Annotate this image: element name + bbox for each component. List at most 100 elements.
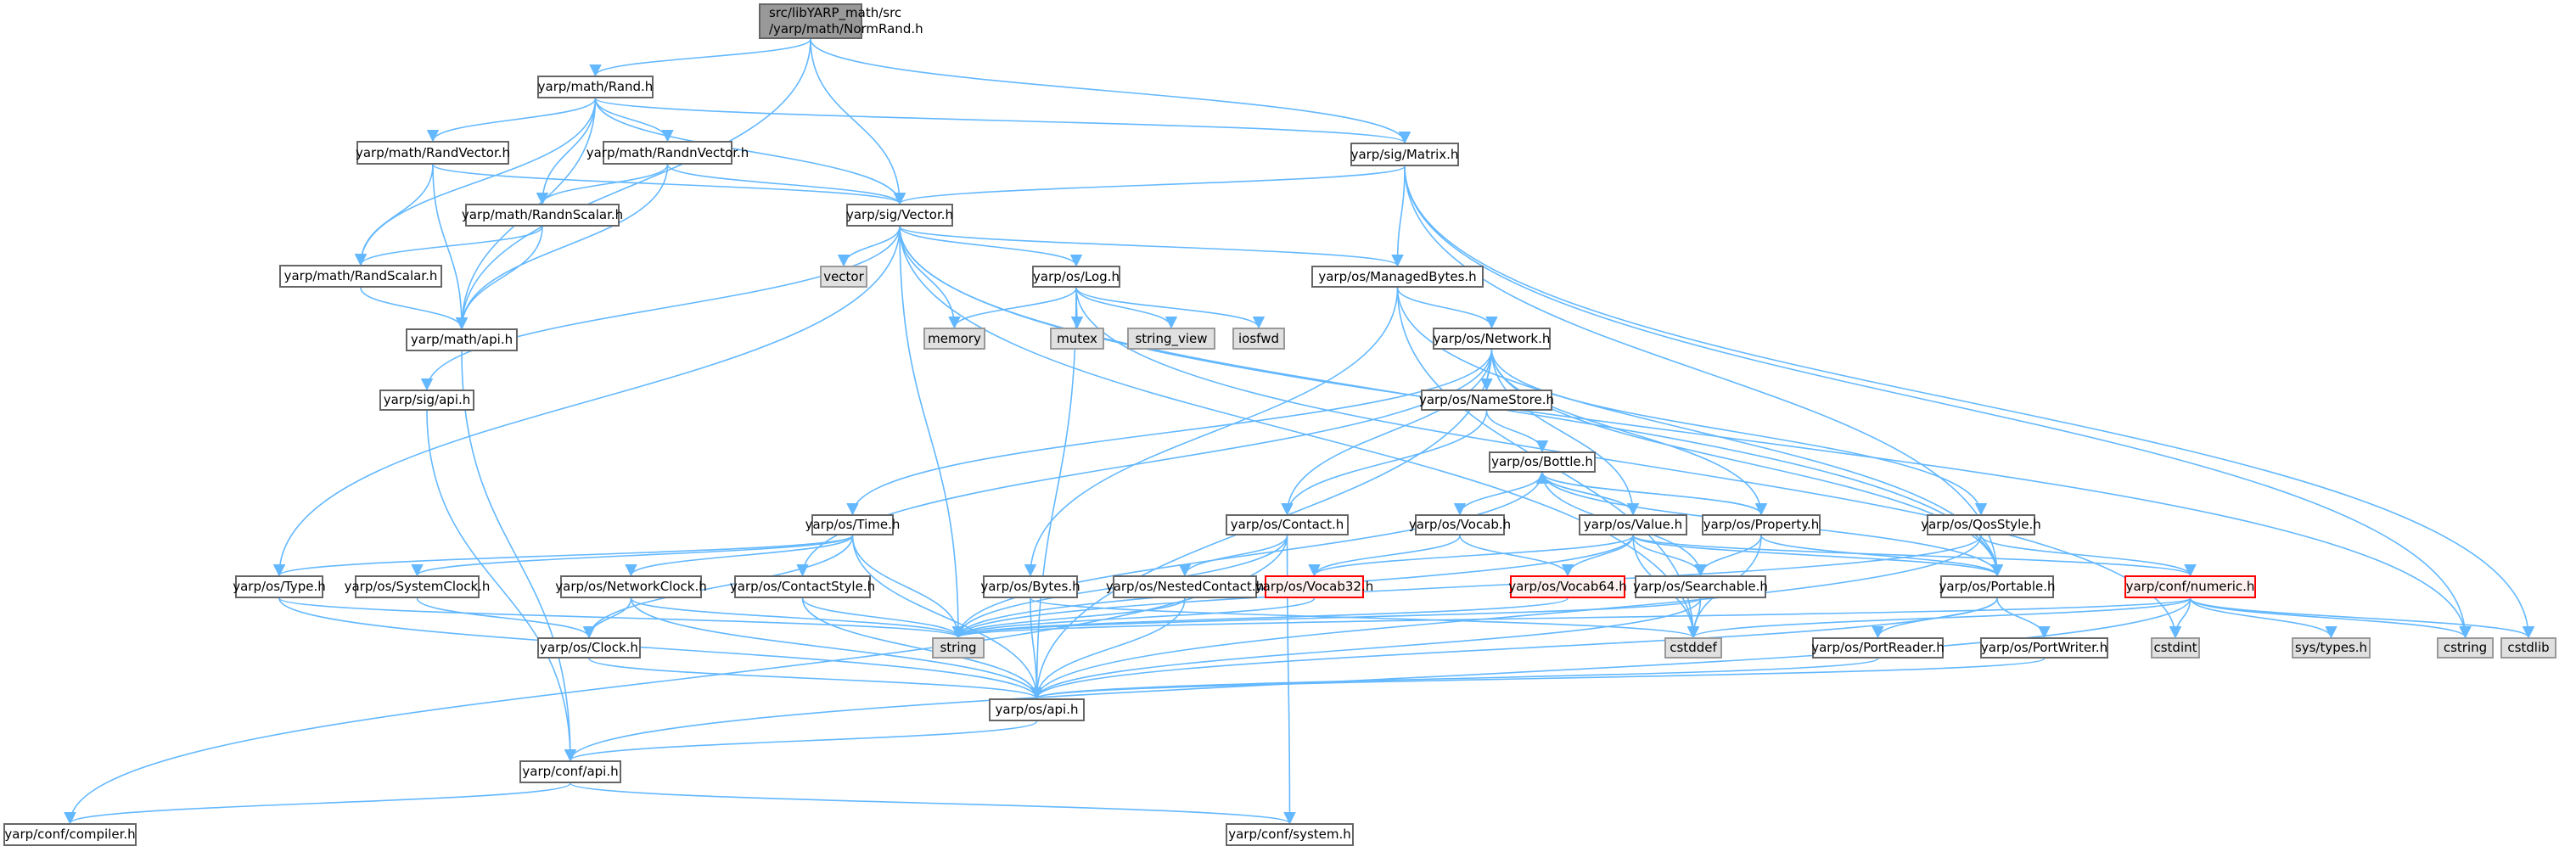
edge-time-to-clock	[582, 535, 854, 639]
node-bytes[interactable]: yarp/os/Bytes.h	[980, 575, 1080, 598]
edge-namestore-to-bottle	[1485, 410, 1549, 453]
node-network[interactable]: yarp/os/Network.h	[1433, 328, 1551, 350]
node-randnscalar[interactable]: yarp/math/RandnScalar.h	[462, 204, 623, 227]
edge-vector_h-to-type	[272, 226, 901, 577]
edge-normrand-to-mathapi	[455, 38, 811, 330]
node-confapi[interactable]: yarp/conf/api.h	[519, 760, 621, 783]
edge-vocab32-to-string	[952, 597, 1316, 639]
node-vocab32[interactable]: yarp/os/Vocab32.h	[1255, 575, 1373, 598]
edge-matrix-to-vector_h	[894, 165, 1406, 205]
node-property[interactable]: yarp/os/Property.h	[1702, 514, 1821, 535]
edge-matrix-to-cstring	[1404, 165, 2472, 639]
node-systemclock[interactable]: yarp/os/SystemClock.h	[345, 575, 490, 598]
node-normrand: src/libYARP_math/src /yarp/math/NormRand…	[759, 3, 923, 39]
node-managedbytes[interactable]: yarp/os/ManagedBytes.h	[1311, 266, 1484, 288]
edge-property-to-searchable	[1694, 535, 1762, 577]
edge-searchable-to-osapi	[1030, 597, 1702, 700]
edge-matrix-to-portable	[1404, 165, 2004, 577]
node-portwriter[interactable]: yarp/os/PortWriter.h	[1980, 637, 2108, 659]
node-iosfwd: iosfwd	[1232, 328, 1285, 350]
node-vector: vector	[820, 266, 867, 288]
edge-randnvector-to-randnscalar	[536, 164, 669, 205]
node-randnvector[interactable]: yarp/math/RandnVector.h	[586, 141, 749, 165]
node-osapi[interactable]: yarp/os/api.h	[989, 698, 1085, 721]
node-numeric[interactable]: yarp/conf/numeric.h	[2124, 575, 2256, 598]
edge-numeric-to-cstdint	[2169, 597, 2192, 639]
node-portable[interactable]: yarp/os/Portable.h	[1939, 575, 2056, 598]
edge-networkclock-to-osapi	[630, 597, 1043, 700]
edge-log-to-memory	[948, 287, 1077, 329]
edge-bytes-to-cstddef	[1030, 597, 1699, 639]
node-string_view: string_view	[1127, 328, 1215, 350]
edge-vector_h-to-cstddef	[899, 226, 1700, 639]
edge-clock-to-osapi	[588, 658, 1043, 700]
edge-qosstyle-to-string	[952, 535, 1982, 639]
edge-contactstyle-to-osapi	[801, 597, 1043, 700]
edge-bottle-to-vocab	[1453, 472, 1543, 516]
edge-numeric-to-cstddef	[1687, 597, 2192, 639]
edge-rand-to-randnscalar	[536, 98, 597, 205]
edge-normrand-to-rand	[589, 38, 811, 77]
node-clock[interactable]: yarp/os/Clock.h	[537, 637, 641, 659]
edge-contactstyle-to-string	[801, 597, 965, 639]
node-type[interactable]: yarp/os/Type.h	[233, 575, 326, 598]
node-sigapi[interactable]: yarp/sig/api.h	[379, 390, 474, 411]
edge-normrand-to-matrix	[810, 38, 1411, 144]
node-mutex: mutex	[1050, 328, 1104, 350]
edge-vector_h-to-managedbytes	[899, 226, 1404, 267]
edge-property-to-portable	[1760, 535, 2004, 577]
node-networkclock[interactable]: yarp/os/NetworkClock.h	[555, 575, 707, 598]
edge-normrand-to-vector_h	[810, 38, 906, 205]
node-vocab64[interactable]: yarp/os/Vocab64.h	[1508, 575, 1627, 598]
edge-numeric-to-cstdlib	[2189, 597, 2534, 639]
node-bottle[interactable]: yarp/os/Bottle.h	[1489, 451, 1596, 473]
node-contactstyle[interactable]: yarp/os/ContactStyle.h	[730, 575, 875, 598]
edge-value-to-portable	[1632, 535, 2003, 577]
edge-randnvector-to-mathapi	[455, 164, 669, 330]
node-mathapi[interactable]: yarp/math/api.h	[406, 328, 518, 351]
edge-randscalar-to-mathapi	[360, 287, 469, 330]
node-vocab[interactable]: yarp/os/Vocab.h	[1409, 514, 1511, 535]
node-randscalar[interactable]: yarp/math/RandScalar.h	[279, 265, 442, 288]
node-matrix[interactable]: yarp/sig/Matrix.h	[1350, 143, 1459, 166]
edge-portable-to-portwriter	[1996, 597, 2051, 639]
edge-randvector-to-randscalar	[354, 164, 434, 266]
edge-randnvector-to-vector_h	[666, 164, 906, 205]
node-time[interactable]: yarp/os/Time.h	[805, 514, 900, 535]
node-namestore[interactable]: yarp/os/NameStore.h	[1419, 390, 1554, 411]
node-systypes: sys/types.h	[2292, 637, 2371, 659]
edge-numeric-to-cstring	[2189, 597, 2472, 639]
node-qosstyle[interactable]: yarp/os/QosStyle.h	[1921, 514, 2041, 535]
edge-randvector-to-vector_h	[432, 164, 906, 205]
node-rand[interactable]: yarp/math/Rand.h	[537, 76, 654, 98]
edge-managedbytes-to-bytes	[1024, 287, 1399, 577]
edge-qosstyle-to-osapi	[1030, 535, 1982, 700]
edge-numeric-to-string	[952, 597, 2192, 639]
node-log[interactable]: yarp/os/Log.h	[1032, 266, 1120, 288]
node-system[interactable]: yarp/conf/system.h	[1226, 823, 1354, 846]
node-randvector[interactable]: yarp/math/RandVector.h	[356, 141, 510, 165]
edge-value-to-vocab32	[1308, 535, 1634, 577]
node-contact[interactable]: yarp/os/Contact.h	[1226, 514, 1349, 535]
node-value[interactable]: yarp/os/Value.h	[1579, 514, 1687, 535]
node-vector_h[interactable]: yarp/sig/Vector.h	[846, 204, 953, 227]
edge-numeric-to-confapi	[564, 597, 2192, 762]
edge-network-to-time	[846, 349, 1493, 516]
node-searchable[interactable]: yarp/os/Searchable.h	[1633, 575, 1768, 598]
edge-randnscalar-to-randscalar	[354, 226, 543, 266]
edge-osapi-to-confapi	[564, 720, 1038, 762]
edge-portwriter-to-osapi	[1030, 658, 2046, 700]
edge-matrix-to-cstdlib	[1404, 165, 2535, 639]
edge-network-to-qosstyle	[1490, 349, 1988, 516]
edge-vector_h-to-log	[899, 226, 1083, 267]
edge-mathapi-to-confapi	[461, 350, 577, 762]
node-portreader[interactable]: yarp/os/PortReader.h	[1811, 637, 1945, 659]
edge-value-to-numeric	[1632, 535, 2197, 577]
edge-nestedcontact-to-string	[951, 597, 1186, 639]
node-cstring: cstring	[2437, 637, 2494, 659]
edge-randnscalar-to-mathapi	[455, 226, 543, 330]
node-compiler[interactable]: yarp/conf/compiler.h	[3, 823, 137, 846]
edge-contact-to-nestedcontact	[1178, 535, 1288, 577]
node-nestedcontact[interactable]: yarp/os/NestedContact.h	[1106, 575, 1264, 598]
